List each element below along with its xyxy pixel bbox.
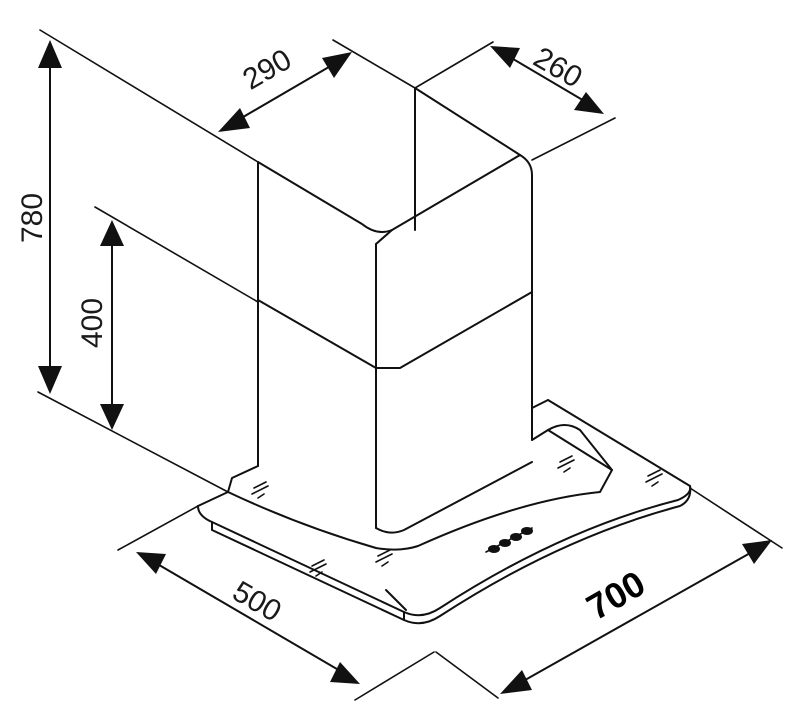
chimney xyxy=(257,87,533,534)
dim-label-hood-width: 700 xyxy=(579,562,652,628)
extension-lines xyxy=(37,29,783,701)
dim-label-chimney-width: 290 xyxy=(237,43,297,97)
screw-icon xyxy=(309,559,327,577)
dim-label-hood-depth: 500 xyxy=(227,575,287,629)
dimension-700: 700 xyxy=(500,540,772,694)
dimension-400: 400 xyxy=(76,220,124,430)
screw-icon xyxy=(645,469,663,487)
hood-canopy xyxy=(197,399,692,625)
dimension-290: 290 xyxy=(218,43,352,132)
dim-label-height-chimney: 400 xyxy=(76,298,109,348)
dimension-260: 260 xyxy=(490,41,604,114)
dim-label-chimney-depth: 260 xyxy=(528,41,588,95)
dim-label-height-total: 780 xyxy=(16,193,49,243)
screw-icon xyxy=(557,455,575,473)
dimension-780: 780 xyxy=(16,40,62,394)
dimension-500: 500 xyxy=(136,552,360,684)
screw-icon xyxy=(251,481,269,499)
controls xyxy=(251,455,663,577)
control-buttons xyxy=(485,527,533,553)
screw-icon xyxy=(375,549,393,567)
